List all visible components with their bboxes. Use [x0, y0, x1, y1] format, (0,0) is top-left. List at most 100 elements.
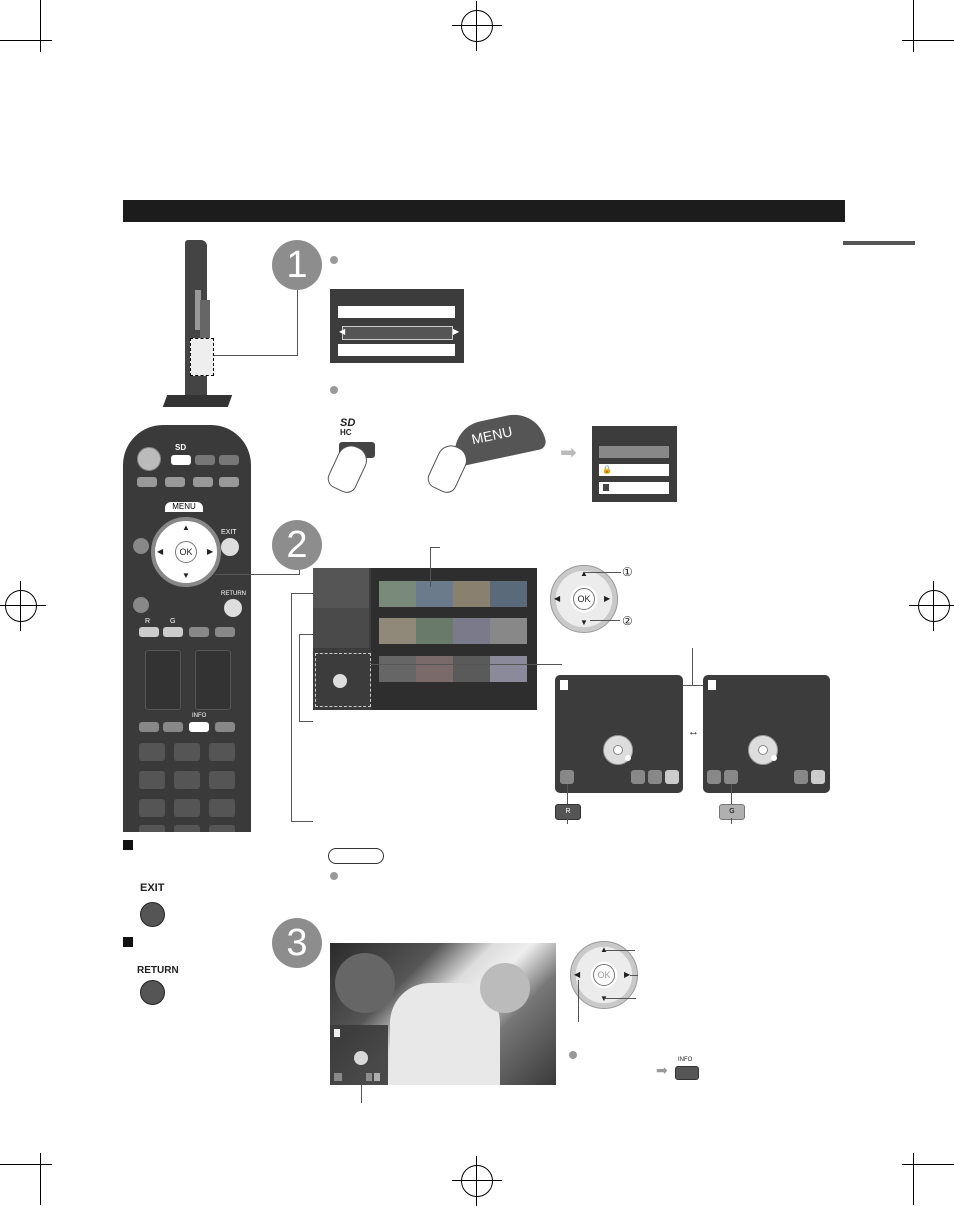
photo-thumbnail[interactable]: [416, 581, 453, 607]
crop-mark: [913, 1153, 914, 1205]
arrow-left-icon: ◀: [157, 547, 164, 556]
step-number-1: 1: [272, 240, 322, 290]
power-button[interactable]: [137, 447, 161, 471]
remote-button[interactable]: [215, 722, 235, 732]
menu-button-label: MENU: [470, 423, 514, 448]
info-button[interactable]: [189, 722, 209, 732]
arrow-up-icon: ▲: [182, 523, 190, 532]
registration-mark: [0, 581, 46, 631]
bracket-line: [291, 593, 313, 594]
note-badge: [328, 848, 384, 864]
side-exit-button[interactable]: [140, 902, 165, 927]
number-button[interactable]: [139, 799, 165, 817]
channel-rocker[interactable]: [195, 650, 231, 710]
remote-button[interactable]: [163, 722, 183, 732]
callout-line: [567, 818, 568, 824]
tv-side-illustration: [160, 240, 235, 415]
callout-line: [731, 784, 732, 804]
bracket-line: [291, 821, 313, 822]
section-header-bar: [123, 200, 845, 222]
registration-mark: [452, 1, 502, 51]
photo-thumbnail[interactable]: [379, 581, 416, 607]
side-return-button[interactable]: [140, 980, 165, 1005]
remote-button[interactable]: [215, 627, 235, 637]
info-key[interactable]: [675, 1066, 699, 1080]
side-return-label: RETURN: [137, 965, 179, 976]
remote-return-label: RETURN: [221, 591, 246, 597]
function-button: [631, 770, 645, 784]
player-jersey-shape: [390, 983, 500, 1085]
callout-line: [605, 950, 635, 951]
number-button[interactable]: [139, 771, 165, 789]
callout-line: [630, 975, 638, 976]
number-button[interactable]: [139, 825, 165, 832]
sd-logo-icon: SD: [175, 443, 187, 452]
step3-ok-button[interactable]: OK: [593, 964, 615, 986]
photo-thumbnail[interactable]: [453, 656, 490, 682]
number-button[interactable]: [139, 743, 165, 761]
photo-thumbnail[interactable]: [490, 581, 527, 607]
r-key[interactable]: R: [555, 804, 581, 820]
number-button[interactable]: [174, 799, 200, 817]
crop-mark: [902, 40, 954, 41]
callout-line: [430, 547, 431, 587]
step3-info-panel: [330, 1025, 388, 1085]
g-button[interactable]: [163, 627, 183, 637]
photo-thumbnail[interactable]: [416, 656, 453, 682]
remote-info-label: INFO: [192, 713, 207, 719]
number-button[interactable]: [209, 771, 235, 789]
remote-button[interactable]: [193, 477, 213, 487]
callout-line: [567, 784, 568, 804]
photo-thumbnail[interactable]: [453, 581, 490, 607]
remote-button[interactable]: [219, 477, 239, 487]
toggle-arrow-icon: ↔: [688, 726, 699, 738]
photo-thumbnail[interactable]: [416, 618, 453, 644]
exit-button[interactable]: [221, 538, 239, 556]
info-panel-highlight: [315, 653, 371, 707]
photo-thumbnail[interactable]: [379, 618, 416, 644]
remote-button[interactable]: [165, 477, 185, 487]
arrow-left-icon: ◀: [574, 970, 581, 979]
remote-button[interactable]: [189, 627, 209, 637]
r-button[interactable]: [139, 627, 159, 637]
arrow-down-icon: ▼: [580, 618, 588, 627]
remote-dpad[interactable]: [151, 517, 221, 587]
remote-ok-button[interactable]: OK: [175, 541, 197, 563]
step2-ok-button[interactable]: OK: [573, 588, 595, 610]
arrow-left-icon: ◀: [339, 327, 346, 336]
remote-left-button[interactable]: [133, 597, 149, 613]
remote-button[interactable]: [195, 455, 215, 465]
photo-thumbnail[interactable]: [453, 618, 490, 644]
photo-thumbnail[interactable]: [490, 618, 527, 644]
photo-thumbnail[interactable]: [490, 656, 527, 682]
remote-left-button[interactable]: [133, 538, 149, 554]
number-button[interactable]: [209, 799, 235, 817]
g-key[interactable]: G: [719, 804, 745, 820]
volume-rocker[interactable]: [145, 650, 181, 710]
step3-photo-screen: [330, 943, 556, 1085]
number-button[interactable]: [174, 771, 200, 789]
dpad-mini-icon: [354, 1051, 368, 1065]
crop-mark: [902, 1164, 954, 1165]
r-function-button: [560, 770, 574, 784]
remote-control: SD MENU EXIT OK ▲ ▼ ◀ ▶ RETURN R G INFO: [123, 425, 251, 832]
sd-button[interactable]: [171, 455, 191, 465]
photo-thumbnail[interactable]: [379, 656, 416, 682]
number-button[interactable]: [174, 743, 200, 761]
card-icon: [603, 484, 609, 491]
number-button[interactable]: [209, 743, 235, 761]
remote-menu-label: MENU: [165, 502, 203, 512]
remote-button[interactable]: [219, 455, 239, 465]
number-button[interactable]: [209, 825, 235, 832]
number-button[interactable]: [174, 825, 200, 832]
bullet: [569, 1051, 577, 1059]
callout-line: [215, 574, 300, 575]
arrow-right-icon: ▶: [453, 327, 460, 336]
crop-mark: [0, 1164, 52, 1165]
remote-button[interactable]: [137, 477, 157, 487]
callout-line: [731, 818, 732, 824]
photo-thumbnail-selected[interactable]: [689, 1147, 729, 1183]
remote-button[interactable]: [139, 722, 159, 732]
return-button[interactable]: [224, 599, 242, 617]
card-icon: [560, 680, 568, 690]
